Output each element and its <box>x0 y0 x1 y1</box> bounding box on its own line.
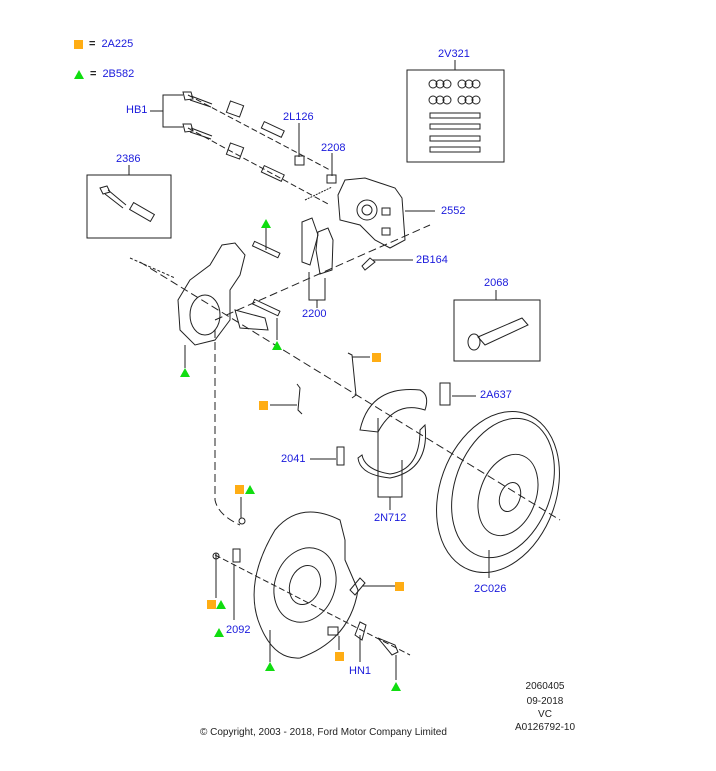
caliper-2552-icon <box>337 177 406 249</box>
callout-2041[interactable]: 2041 <box>281 453 306 465</box>
brake-rotor-2c026-icon <box>436 411 560 573</box>
pad-clip-lower-icon <box>251 298 281 317</box>
spring-upper-icon <box>347 352 357 399</box>
callout-2200[interactable]: 2200 <box>302 308 327 320</box>
square-marker-icon <box>372 353 381 362</box>
triangle-marker-icon <box>261 219 271 228</box>
axis-line-lower <box>214 554 411 656</box>
legend-equals: = <box>89 38 96 50</box>
callout-hb1[interactable]: HB1 <box>126 104 148 116</box>
bleed-screw-2208-icon <box>326 174 337 184</box>
callout-hn1[interactable]: HN1 <box>349 665 372 677</box>
clip-2b164-icon <box>361 257 376 271</box>
axis-line-bolt <box>214 330 241 526</box>
copyright-notice: © Copyright, 2003 - 2018, Ford Motor Com… <box>200 727 447 738</box>
guide-bolt-upper-icon <box>182 91 285 138</box>
triangle-marker-icon <box>391 682 401 691</box>
axis-line-caliper <box>214 224 431 321</box>
cylinder-tool-icon <box>467 317 529 351</box>
diagram-number: 2060405 <box>525 681 565 692</box>
wheel-cylinder-2041-icon <box>336 446 345 466</box>
legend-part-2a225[interactable]: 2A225 <box>101 38 134 50</box>
callout-2l126[interactable]: 2L126 <box>283 111 314 123</box>
kit-box-2068[interactable] <box>453 299 541 362</box>
bracket-clip-icon <box>349 577 366 596</box>
callout-2386[interactable]: 2386 <box>116 153 141 165</box>
legend-part-2b582[interactable]: 2B582 <box>102 68 135 80</box>
brake-shoes-2n712-icon <box>357 389 428 479</box>
triangle-marker-icon <box>74 69 84 79</box>
diagram-date: 09-2018 <box>526 696 564 707</box>
callout-2a637[interactable]: 2A637 <box>480 389 512 401</box>
plug-2092-icon <box>232 548 241 563</box>
spring-lower-icon <box>296 383 303 415</box>
callout-2n712[interactable]: 2N712 <box>374 512 407 524</box>
bolt-lower-icon <box>377 637 399 656</box>
callout-2b164[interactable]: 2B164 <box>416 254 448 266</box>
square-marker-icon <box>259 401 268 410</box>
diagram-code: VC <box>538 709 552 720</box>
legend-equals: = <box>90 68 97 80</box>
triangle-marker-icon <box>214 628 224 637</box>
triangle-marker-icon <box>265 662 275 671</box>
square-marker-icon <box>235 485 244 494</box>
kit-bushings-icon <box>428 79 481 105</box>
bushing-2l126-icon <box>294 155 305 166</box>
triangle-marker-icon <box>272 341 282 350</box>
kit-box-2386[interactable] <box>86 174 172 239</box>
callout-2208[interactable]: 2208 <box>321 142 346 154</box>
kit-box-2v321[interactable] <box>406 69 505 163</box>
callout-2552[interactable]: 2552 <box>441 205 466 217</box>
triangle-marker-icon <box>180 368 190 377</box>
square-marker-icon <box>395 582 404 591</box>
adjuster-2a637-icon <box>439 382 451 406</box>
axis-line-main <box>139 261 561 521</box>
guide-bolt-lower-icon <box>182 123 285 182</box>
square-marker-icon <box>335 652 344 661</box>
brake-pads-2200-icon <box>301 217 334 275</box>
backing-plate-icon <box>253 511 359 659</box>
callout-2c026[interactable]: 2C026 <box>474 583 507 595</box>
diagram-reference: A0126792-10 <box>514 722 576 733</box>
square-marker-icon <box>74 39 83 49</box>
callout-2068[interactable]: 2068 <box>484 277 509 289</box>
pad-clip-upper-icon <box>251 240 281 259</box>
bolt-and-sleeve-icon <box>99 185 156 223</box>
kit-clips-icon <box>429 112 481 153</box>
caliper-bracket-icon <box>177 242 269 346</box>
triangle-marker-icon <box>216 600 226 609</box>
callout-2v321[interactable]: 2V321 <box>438 48 470 60</box>
square-marker-icon <box>207 600 216 609</box>
legend-item-square: = 2A225 <box>74 38 133 50</box>
clip-lower-icon <box>327 626 339 636</box>
axis-line-pin-lower <box>187 127 331 206</box>
triangle-marker-icon <box>245 485 255 494</box>
legend-item-triangle: = 2B582 <box>74 68 134 80</box>
callout-2092[interactable]: 2092 <box>226 624 251 636</box>
